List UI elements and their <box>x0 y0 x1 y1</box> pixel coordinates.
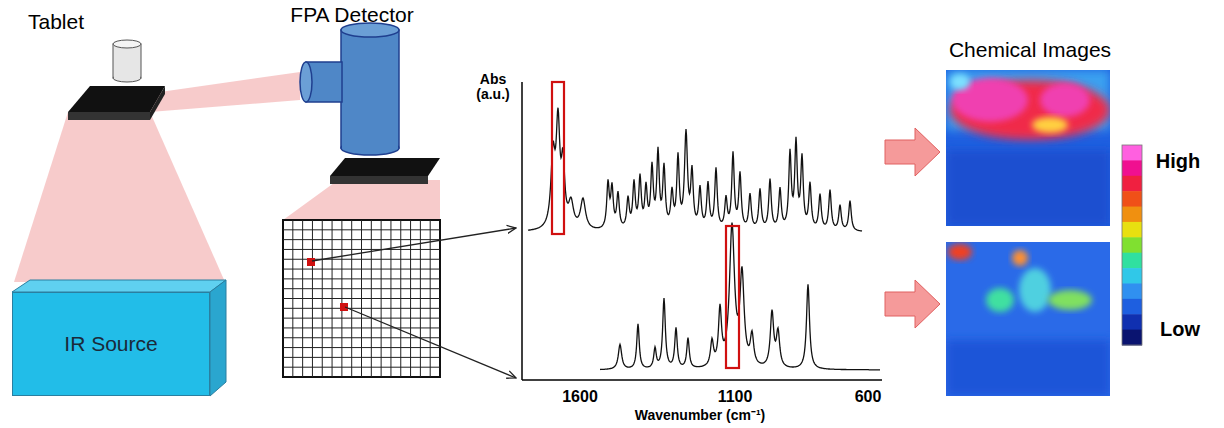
grid-line <box>410 220 411 377</box>
tick-label: 600 <box>855 388 882 406</box>
tick-label: 1600 <box>562 388 598 406</box>
detector-lens <box>300 62 312 102</box>
tablet-body <box>113 44 141 78</box>
scale-step <box>1122 145 1142 161</box>
spectrum <box>600 223 880 370</box>
scale-step <box>1122 207 1142 223</box>
grid-line <box>283 318 440 319</box>
grid-line <box>283 298 440 299</box>
band-highlight <box>552 82 564 234</box>
tablet-top <box>113 40 141 48</box>
part-label: FPA Detector <box>290 3 413 26</box>
grid-line <box>283 327 440 328</box>
part-label: Tablet <box>28 10 84 33</box>
detector-stage <box>330 158 440 176</box>
band-highlight <box>726 226 739 368</box>
grid-line <box>390 220 391 377</box>
scale-step <box>1122 160 1142 176</box>
spectrum <box>528 108 862 231</box>
detector-body <box>341 30 399 148</box>
block-arrow <box>885 280 940 328</box>
block-arrow <box>885 128 940 176</box>
source-top <box>12 280 226 292</box>
grid-line <box>400 220 401 377</box>
sample-stage <box>68 112 150 120</box>
source-side <box>210 280 226 396</box>
grid-line <box>381 220 382 377</box>
box-label: IR Source <box>64 332 157 356</box>
scale-step <box>1122 314 1142 330</box>
axis-label: Abs (a.u.) <box>470 72 516 103</box>
ir-source-box: IR Source <box>12 292 210 396</box>
grid-line <box>283 347 440 348</box>
scale-step <box>1122 268 1142 284</box>
scale-step <box>1122 176 1142 192</box>
tablet-body <box>114 44 140 77</box>
scale-step <box>1122 253 1142 269</box>
ir-beam <box>150 72 300 112</box>
sample-stage <box>68 86 165 112</box>
grid-line <box>283 367 440 368</box>
tick-label: 1100 <box>718 388 753 406</box>
detector-stage <box>330 176 428 184</box>
scale-step <box>1122 299 1142 315</box>
grid-line <box>371 220 372 377</box>
pixel <box>307 258 315 266</box>
chemical-image <box>946 70 1110 226</box>
scale-step <box>1122 330 1142 346</box>
grid-line <box>430 220 431 377</box>
chemical-image <box>946 242 1110 396</box>
pixel <box>340 303 348 311</box>
scale-label: Low <box>1160 318 1200 340</box>
grid-line <box>283 357 440 358</box>
leader-arrow <box>345 307 516 378</box>
color-scale <box>1122 145 1142 346</box>
section-title: Chemical Images <box>949 38 1111 61</box>
sample-stage <box>150 86 165 120</box>
x-axis <box>522 379 882 381</box>
ir-beam <box>14 112 225 282</box>
scale-label: High <box>1156 150 1200 172</box>
axis-title: Wavenumber (cm⁻¹) <box>635 408 766 423</box>
leader-arrow <box>312 228 516 261</box>
grid-line <box>283 308 440 309</box>
scale-step <box>1122 222 1142 238</box>
scale-frame <box>1122 145 1142 345</box>
detector-beam <box>283 180 440 220</box>
detector-body <box>342 31 398 148</box>
scale-step <box>1122 283 1142 299</box>
grid-line <box>283 337 440 338</box>
scale-step <box>1122 191 1142 207</box>
y-axis <box>521 82 523 380</box>
scale-step <box>1122 237 1142 253</box>
